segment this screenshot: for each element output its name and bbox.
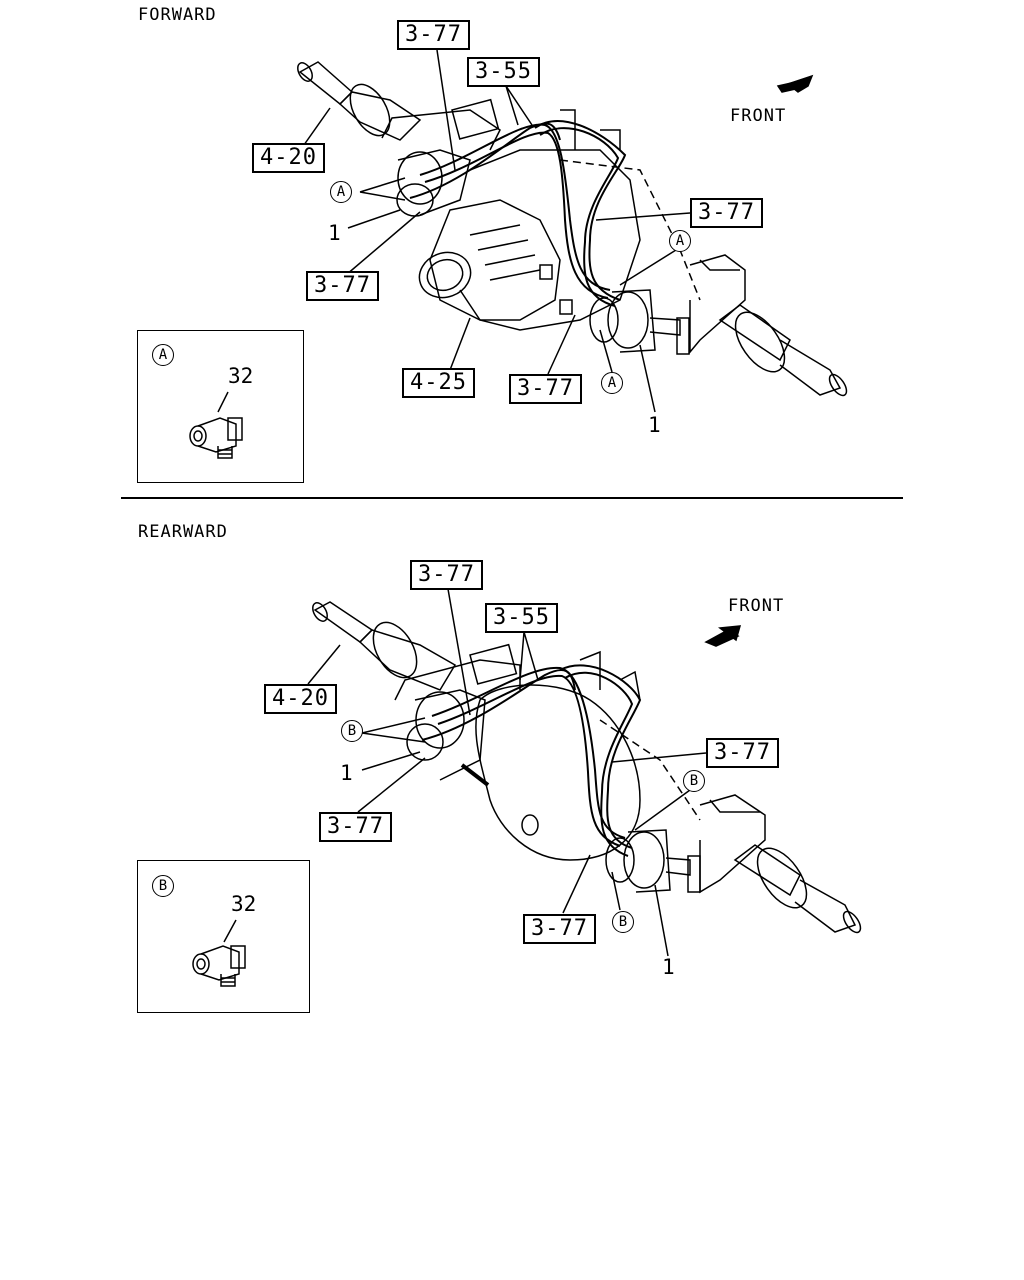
ref-3-77-top-a: 3-77: [397, 20, 470, 50]
forward-axle-drawing: [297, 49, 848, 413]
ref-4-20-top: 4-20: [252, 143, 325, 173]
front-label-top: FRONT: [730, 106, 787, 126]
detail-a-letter: A: [152, 344, 174, 366]
ref-3-77-top-b: 3-77: [690, 198, 763, 228]
callout-b-right: B: [683, 770, 705, 792]
ref-3-55-bottom: 3-55: [485, 603, 558, 633]
ref-4-25-top: 4-25: [402, 368, 475, 398]
ref-3-55-top: 3-55: [467, 57, 540, 87]
ref-3-77-bottom-b: 3-77: [706, 738, 779, 768]
part-1-bottom-right: 1: [662, 955, 675, 979]
ref-3-77-bottom-a: 3-77: [410, 560, 483, 590]
part-1-top-right: 1: [648, 413, 661, 437]
rearward-heading: REARWARD: [138, 522, 228, 542]
forward-heading: FORWARD: [138, 5, 217, 25]
rearward-axle-drawing: [307, 588, 862, 957]
ref-3-77-top-d: 3-77: [509, 374, 582, 404]
detail-b-letter: B: [152, 875, 174, 897]
ref-3-77-bottom-c: 3-77: [319, 812, 392, 842]
front-label-bottom: FRONT: [728, 596, 785, 616]
detail-b-part-32: 32: [231, 892, 257, 916]
callout-a-right: A: [669, 230, 691, 252]
detail-b-fitting: [192, 919, 246, 987]
detail-b-box: [137, 860, 310, 1013]
ref-4-20-bottom: 4-20: [264, 684, 337, 714]
part-1-bottom-left: 1: [340, 761, 353, 785]
detail-a-fitting: [189, 391, 243, 459]
detail-a-box: [137, 330, 304, 483]
callout-b-left: B: [341, 720, 363, 742]
callout-a-bottom: A: [601, 372, 623, 394]
ref-3-77-bottom-d: 3-77: [523, 914, 596, 944]
detail-a-part-32: 32: [228, 364, 254, 388]
callout-a-left: A: [330, 181, 352, 203]
section-divider: [121, 497, 903, 499]
callout-b-bottom: B: [612, 911, 634, 933]
part-1-top-left: 1: [328, 221, 341, 245]
ref-3-77-top-c: 3-77: [306, 271, 379, 301]
